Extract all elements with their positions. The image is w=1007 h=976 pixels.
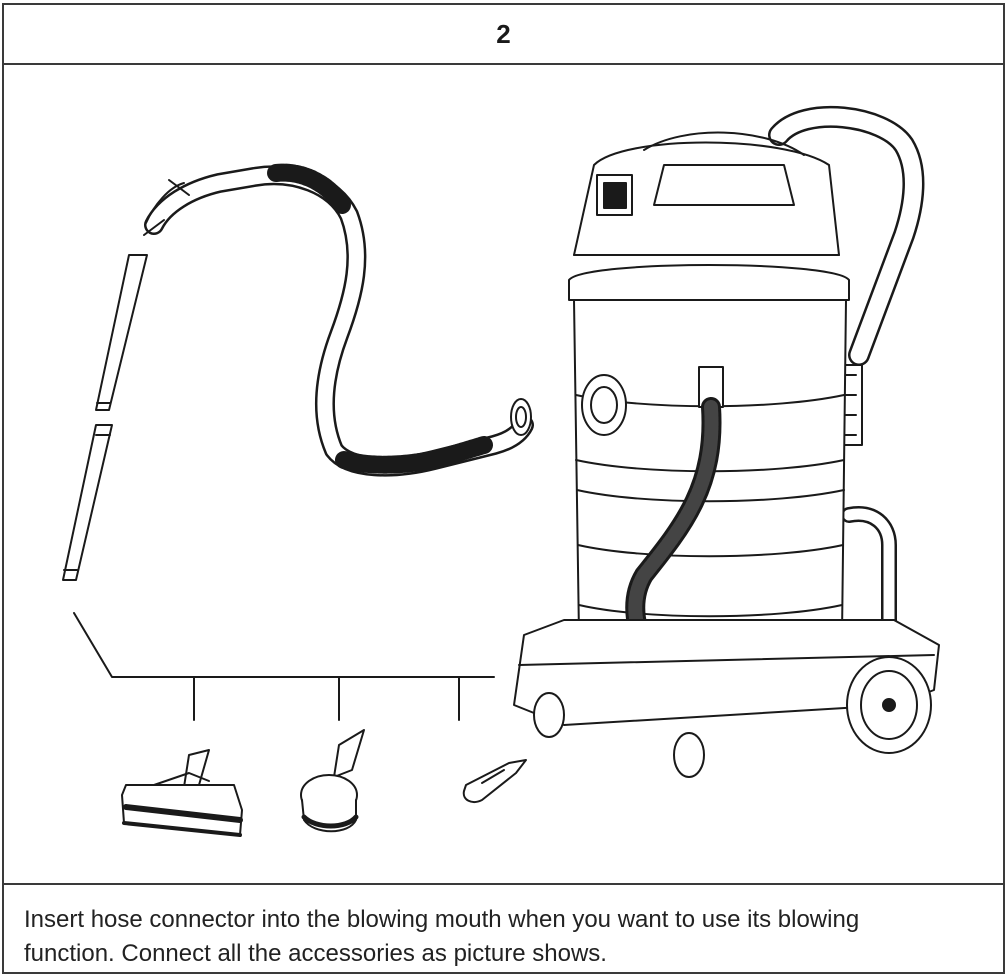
accessory-connector-lines (73, 612, 495, 721)
step-number: 2 (496, 18, 511, 49)
instruction-panel: 2 (2, 3, 1005, 974)
hose-icon (143, 163, 534, 477)
assembly-illustration (4, 65, 1003, 885)
instruction-line-1: Insert hose connector into the blowing m… (24, 906, 860, 933)
step-header: 2 (4, 5, 1003, 65)
extension-tube-icon (62, 424, 113, 581)
wet-dry-vacuum-cleaner-icon (513, 105, 940, 778)
round-brush-icon (300, 729, 365, 833)
floor-nozzle-icon (121, 749, 243, 837)
instruction-line-2: function. Connect all the accessories as… (24, 940, 607, 967)
extension-tube-icon (95, 254, 148, 411)
instruction-text: Insert hose connector into the blowing m… (24, 903, 983, 971)
crevice-nozzle-icon (462, 759, 527, 803)
